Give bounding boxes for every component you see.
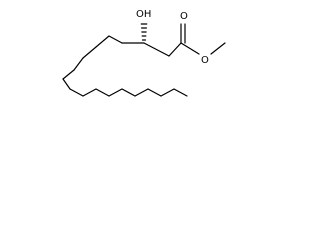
bond-c10-c9 bbox=[95, 88, 110, 97]
bond-c14-c13 bbox=[147, 88, 162, 97]
ester-oxygen-label-bg bbox=[200, 54, 210, 66]
molecule-structure: OH O O bbox=[62, 8, 226, 97]
bond-c8-c7 bbox=[69, 88, 84, 97]
hydroxyl-label: OH bbox=[136, 9, 151, 20]
bond-c7-c6 bbox=[62, 78, 71, 90]
bond-cstereo-ch2 bbox=[143, 42, 170, 57]
atom-labels: OH O O bbox=[135, 8, 210, 66]
bond-c13-c12 bbox=[134, 88, 149, 97]
bond-c6-c5 bbox=[62, 69, 75, 80]
carbon-chain bbox=[62, 35, 188, 97]
bond-c15-c14 bbox=[160, 88, 175, 97]
bond-c4-c3 bbox=[82, 46, 97, 59]
bond-ccarbonyl-oester bbox=[180, 42, 200, 55]
hydroxyl-label-bg bbox=[135, 8, 151, 20]
bond-c16-c15 bbox=[173, 88, 188, 97]
bond-c12-c11 bbox=[121, 88, 136, 97]
bond-c9-c8 bbox=[82, 88, 97, 97]
carbonyl-oxygen-label: O bbox=[180, 11, 188, 22]
bond-ch2-ccarbonyl bbox=[168, 42, 182, 57]
ester-oxygen-label: O bbox=[201, 55, 209, 66]
bond-oester-methyl bbox=[210, 42, 226, 55]
bond-c3-c2 bbox=[95, 35, 110, 48]
carbonyl-oxygen-label-bg bbox=[179, 10, 189, 22]
stereo-hash-bond bbox=[140, 23, 148, 41]
bond-c2-c1 bbox=[108, 35, 123, 44]
ester-group bbox=[180, 23, 226, 55]
bond-c11-c10 bbox=[108, 88, 123, 97]
bond-c5-c4 bbox=[73, 57, 84, 71]
